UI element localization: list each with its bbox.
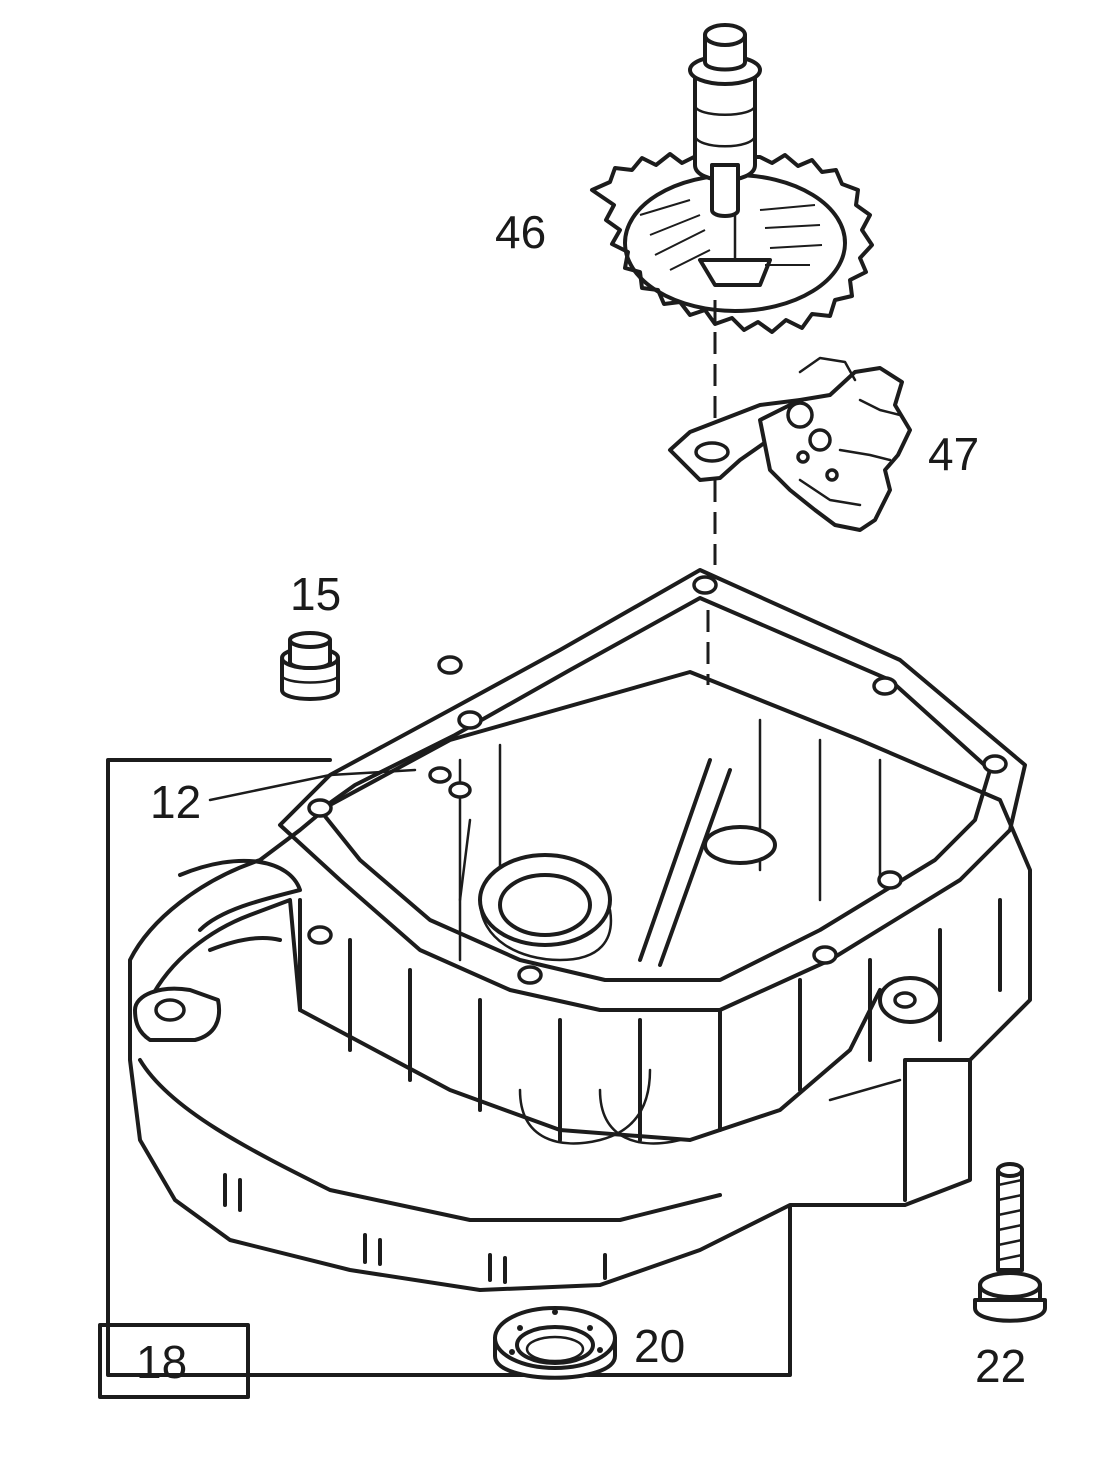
label-18: 18 [136,1336,187,1388]
gasket-icon [278,568,1027,1012]
oil-seal-icon [493,1306,617,1380]
governor-assembly-icon [668,356,912,532]
kit-box [98,758,792,1399]
cam-gear-icon [590,23,874,334]
label-12: 12 [150,776,201,828]
label-22: 22 [975,1340,1026,1392]
label-47: 47 [928,428,979,480]
label-20: 20 [634,1320,685,1372]
label-46: 46 [495,206,546,258]
sump-cover-icon [128,670,1032,1292]
leader-line-12 [208,768,417,802]
gasket-holes [307,575,1008,985]
plug-icon [280,631,340,701]
bolt-icon [973,1162,1047,1323]
label-15: 15 [290,568,341,620]
